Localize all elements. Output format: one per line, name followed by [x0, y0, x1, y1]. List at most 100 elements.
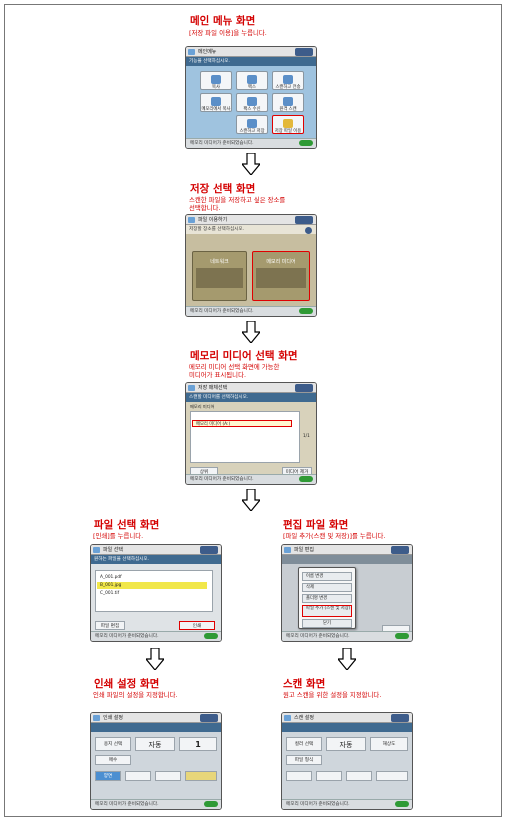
memory-media-button[interactable]: 메모리 미디어 — [252, 251, 310, 301]
color-select-button[interactable]: 컬러 선택 — [286, 737, 322, 751]
start-icon — [395, 801, 409, 807]
finishing-button[interactable] — [125, 771, 151, 781]
edit-file-guide — [282, 555, 412, 564]
media-footer: 메모리 미디어가 준비되었습니다. — [186, 474, 316, 484]
media-bar: 저장 매체선택 — [186, 383, 316, 393]
tile-scan-send[interactable]: 스캔하고 전송 — [272, 71, 304, 90]
copies-label: 매수 — [95, 755, 131, 765]
file-select-guide: 원하는 파일을 선택하십시오. — [91, 555, 221, 564]
main-menu-title: 메인 메뉴 화면 — [190, 15, 256, 27]
main-menu-screen: 메인메뉴 기능을 선택하십시오. 복사 팩스 스캔하고 전송 메모리에서 복사 … — [185, 46, 317, 149]
edit-file-footer: 메모리 미디어가 준비되었습니다. — [282, 631, 412, 641]
media-list — [190, 411, 300, 463]
tile-memory-copy[interactable]: 메모리에서 복사 — [200, 93, 232, 112]
network-button[interactable]: 네트워크 — [192, 251, 247, 301]
print-settings-desc: 인쇄 파일의 설정을 지정합니다. — [93, 691, 178, 699]
print-settings-screen: 인쇄 설정 용지 선택 자동 1 매수 양면 메모리 미디어가 준비되었습니다. — [90, 712, 222, 810]
rename-folder-item[interactable]: 폴더명 변경 — [302, 594, 352, 603]
file-select-screen: 파일 선택 원하는 파일을 선택하십시오. A_001.pdf B_001.jp… — [90, 544, 222, 642]
storage-title: 저장 선택 화면 — [190, 183, 256, 195]
storage-bar: 파일 이용하기 — [186, 215, 316, 225]
file-select-title: 파일 선택 화면 — [94, 519, 160, 531]
storage-guide: 저장할 장소를 선택하십시오. — [186, 225, 316, 234]
page-frame — [4, 4, 502, 817]
start-icon — [204, 801, 218, 807]
duplex-button[interactable]: 양면 — [95, 771, 121, 781]
add-file-scan-store-item[interactable]: 파일 추가 (스캔 및 저장) — [302, 605, 352, 617]
storage-desc-1: 스캔한 파일을 저장하고 싶은 장소를 — [189, 196, 286, 204]
file-select-bar: 파일 선택 — [91, 545, 221, 555]
scan-bar: 스캔 설정 — [282, 713, 412, 723]
print-settings-guide — [91, 723, 221, 732]
file-row[interactable]: A_001.pdf — [100, 575, 122, 580]
tile-copy[interactable]: 복사 — [200, 71, 232, 90]
media-row-a[interactable]: 메모리 미디어 (A:) — [192, 420, 292, 427]
start-icon — [395, 633, 409, 639]
arrow-down-icon — [242, 153, 260, 175]
media-header: 메모리 미디어 — [190, 404, 215, 409]
tile-remote-scan[interactable]: 원격 스캔 — [272, 93, 304, 112]
storage-desc-2: 선택합니다. — [189, 204, 221, 212]
file-row[interactable]: C_001.tif — [100, 591, 120, 596]
help-icon[interactable] — [305, 227, 312, 234]
arrow-down-icon — [242, 321, 260, 343]
main-menu-footer: 메모리 미디어가 준비되었습니다. — [186, 138, 316, 148]
media-desc-2: 미디어가 표시됩니다. — [189, 371, 246, 379]
file-format-button[interactable]: 파일 형식 — [286, 755, 322, 765]
print-settings-bar: 인쇄 설정 — [91, 713, 221, 723]
arrow-down-icon — [146, 648, 164, 670]
edit-file-desc: [파일 추가(스캔 및 저장)]를 누릅니다. — [283, 532, 386, 540]
media-screen: 저장 매체선택 스캔할 미디어를 선택하십시오. 메모리 미디어 메모리 미디어… — [185, 382, 317, 485]
tile-use-stored-files[interactable]: 저장 파일 이용 — [272, 115, 304, 134]
resolution-button[interactable]: 해상도 — [370, 737, 408, 751]
scan-option-button[interactable] — [286, 771, 312, 781]
media-page: 1/1 — [303, 433, 310, 438]
start-icon — [299, 476, 313, 482]
main-menu-desc: [저장 파일 이용]을 누릅니다. — [189, 29, 267, 37]
scan-original-button[interactable] — [346, 771, 372, 781]
scan-screen: 스캔 설정 컬러 선택 자동 해상도 파일 형식 메모리 미디어가 준비되었습니… — [281, 712, 413, 810]
storage-screen: 파일 이용하기 저장할 장소를 선택하십시오. 네트워크 메모리 미디어 메모리… — [185, 214, 317, 317]
edit-file-button[interactable]: 파일 편집 — [95, 621, 125, 630]
edit-menu-popup: 이름 변경 삭제 폴더명 변경 파일 추가 (스캔 및 저장) 닫기 — [298, 567, 356, 629]
delete-item[interactable]: 삭제 — [302, 583, 352, 592]
print-settings-title: 인쇄 설정 화면 — [94, 678, 160, 690]
scan-special-button[interactable] — [376, 771, 408, 781]
scan-guide — [282, 723, 412, 732]
file-select-footer: 메모리 미디어가 준비되었습니다. — [91, 631, 221, 641]
media-title: 메모리 미디어 선택 화면 — [190, 350, 298, 362]
file-row-selected[interactable]: B_001.jpg — [97, 582, 207, 589]
media-desc-1: 메모리 미디어 선택 화면에 가능한 — [189, 363, 280, 371]
rename-item[interactable]: 이름 변경 — [302, 572, 352, 581]
print-button[interactable]: 인쇄 — [179, 621, 215, 630]
tile-scan-store[interactable]: 스캔하고 저장 — [236, 115, 268, 134]
paper-select-button[interactable]: 용지 선택 — [95, 737, 131, 751]
start-icon — [204, 633, 218, 639]
special-button[interactable] — [185, 771, 217, 781]
color-auto-value: 자동 — [326, 737, 366, 751]
arrow-down-icon — [242, 489, 260, 511]
copies-value: 1 — [179, 737, 217, 751]
close-menu-button[interactable]: 닫기 — [302, 619, 352, 628]
tile-fax[interactable]: 팩스 — [236, 71, 268, 90]
start-icon — [299, 140, 313, 146]
edit-file-title: 편집 파일 화면 — [283, 519, 349, 531]
scan-title: 스캔 화면 — [283, 678, 326, 690]
print-settings-footer: 메모리 미디어가 준비되었습니다. — [91, 799, 221, 809]
option-button[interactable] — [155, 771, 181, 781]
scan-footer: 메모리 미디어가 준비되었습니다. — [282, 799, 412, 809]
edit-file-bar: 파일 편집 — [282, 545, 412, 555]
arrow-down-icon — [338, 648, 356, 670]
main-menu-bar: 메인메뉴 — [186, 47, 316, 57]
storage-footer: 메모리 미디어가 준비되었습니다. — [186, 306, 316, 316]
main-menu-guide: 기능을 선택하십시오. — [186, 57, 316, 66]
media-guide: 스캔할 미디어를 선택하십시오. — [186, 393, 316, 402]
scan-density-button[interactable] — [316, 771, 342, 781]
file-list — [95, 570, 213, 612]
paper-auto-value: 자동 — [135, 737, 175, 751]
scan-desc: 원고 스캔을 위한 설정을 지정합니다. — [283, 691, 382, 699]
edit-file-screen: 파일 편집 이름 변경 삭제 폴더명 변경 파일 추가 (스캔 및 저장) 닫기… — [281, 544, 413, 642]
file-select-desc: [인쇄]를 누릅니다. — [93, 532, 144, 540]
tile-fax-inbox[interactable]: 팩스 수신 — [236, 93, 268, 112]
start-icon — [299, 308, 313, 314]
